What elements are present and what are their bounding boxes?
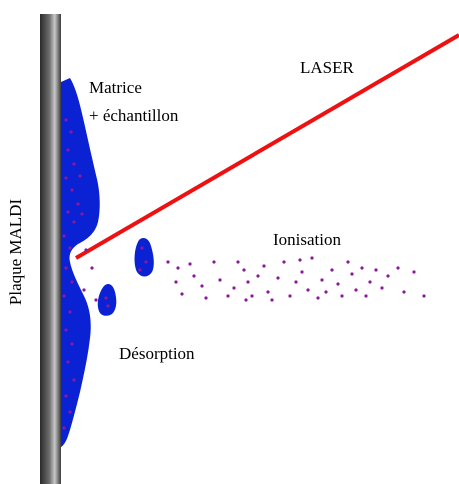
analyte-particle (180, 292, 184, 296)
analyte-particle (200, 284, 204, 288)
analyte-particle (62, 426, 66, 430)
analyte-particle (106, 304, 110, 308)
laser-beam (74, 33, 459, 260)
analyte-particle (288, 294, 292, 298)
analyte-particle (242, 268, 246, 272)
analyte-particle (69, 130, 73, 134)
analyte-particle (346, 260, 350, 264)
analyte-particle (250, 294, 254, 298)
analyte-particle (166, 260, 170, 264)
analyte-particle (76, 202, 80, 206)
analyte-particle (84, 248, 88, 252)
analyte-particle (66, 210, 70, 214)
analyte-particle (360, 266, 364, 270)
analyte-particle (380, 286, 384, 290)
analyte-particle (270, 298, 274, 302)
ionisation-label: Ionisation (273, 230, 341, 249)
analyte-particle (82, 288, 86, 292)
analyte-particle (218, 278, 222, 282)
analyte-particle (244, 298, 248, 302)
analyte-particle (412, 270, 416, 274)
desorbed-cluster-upper (134, 238, 154, 277)
analyte-particle (300, 270, 304, 274)
analyte-particle (256, 274, 260, 278)
analyte-particle (340, 294, 344, 298)
analyte-particle (282, 260, 286, 264)
analyte-particle (62, 294, 66, 298)
analyte-particle (70, 280, 74, 284)
analyte-particle (364, 294, 368, 298)
analyte-particle (144, 260, 148, 264)
analyte-particle (70, 188, 74, 192)
desorbed-cluster-lower (97, 284, 117, 316)
plate-label: Plaque MALDI (6, 199, 25, 306)
analyte-particle (68, 246, 72, 250)
analyte-particle (402, 290, 406, 294)
analyte-particle (176, 266, 180, 270)
analyte-particle (294, 280, 298, 284)
analyte-particle (298, 258, 302, 262)
analyte-particle (64, 176, 68, 180)
analyte-particle (324, 290, 328, 294)
analyte-particle (266, 290, 270, 294)
analyte-particle (72, 220, 76, 224)
analyte-particle (204, 296, 208, 300)
analyte-particle (354, 288, 358, 292)
analyte-particle (236, 260, 240, 264)
analyte-particle (246, 280, 250, 284)
analyte-particle (66, 148, 70, 152)
analyte-particle (64, 118, 68, 122)
analyte-particle (90, 266, 94, 270)
maldi-plate (40, 14, 61, 484)
analyte-particle (262, 264, 266, 268)
analyte-particle (64, 328, 68, 332)
analyte-particle (188, 262, 192, 266)
analyte-particle (70, 342, 74, 346)
analyte-particle (368, 280, 372, 284)
analyte-particle (226, 294, 230, 298)
analyte-particle (212, 260, 216, 264)
analyte-particle (386, 274, 390, 278)
analyte-particle (192, 274, 196, 278)
analyte-particle (72, 162, 76, 166)
analyte-particle (276, 276, 280, 280)
analyte-particle (104, 296, 108, 300)
analyte-particle (306, 288, 310, 292)
analyte-particle (232, 286, 236, 290)
analyte-particle (138, 268, 142, 272)
analyte-particle (422, 294, 426, 298)
analyte-particle (80, 212, 84, 216)
analyte-particles (62, 118, 426, 430)
analyte-particle (68, 410, 72, 414)
matrix-label-line1: Matrice (89, 78, 142, 97)
analyte-particle (330, 268, 334, 272)
analyte-particle (320, 278, 324, 282)
matrix-deposit (61, 78, 100, 447)
analyte-particle (64, 394, 68, 398)
analyte-particle (64, 266, 68, 270)
analyte-particle (66, 360, 70, 364)
analyte-particle (68, 310, 72, 314)
analyte-particle (78, 174, 82, 178)
laser-label: LASER (300, 58, 355, 77)
analyte-particle (62, 234, 66, 238)
analyte-particle (350, 272, 354, 276)
desorption-label: Désorption (119, 344, 195, 363)
analyte-particle (94, 298, 98, 302)
analyte-particle (174, 280, 178, 284)
analyte-particle (140, 246, 144, 250)
analyte-particle (336, 282, 340, 286)
analyte-particle (310, 256, 314, 260)
analyte-particle (72, 378, 76, 382)
analyte-particle (374, 268, 378, 272)
matrix-label-line2: + échantillon (89, 106, 179, 125)
analyte-particle (316, 296, 320, 300)
analyte-particle (396, 266, 400, 270)
